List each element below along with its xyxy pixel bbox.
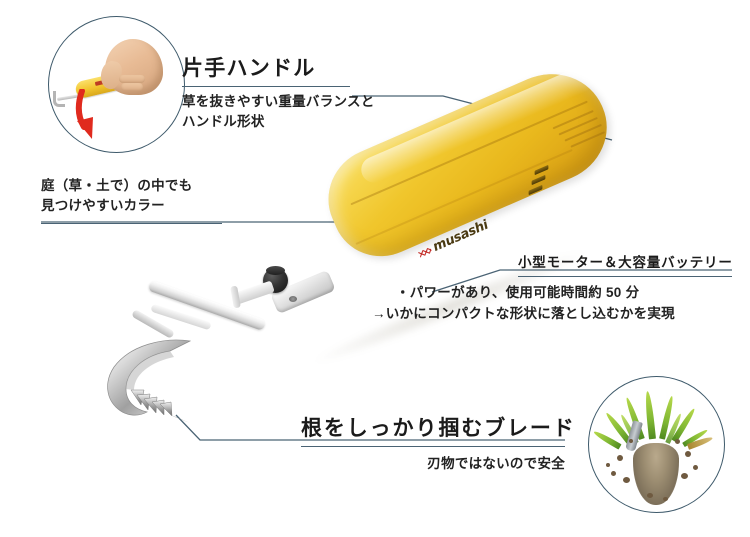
callout-blade-title: 根をしっかり掴むブレード bbox=[301, 417, 576, 440]
callout-handle-body-line2: ハンドル形状 bbox=[182, 114, 265, 129]
callout-handle-rule bbox=[182, 86, 350, 87]
callout-color-body-line1: 庭（草・土で）の中でも bbox=[41, 178, 193, 193]
callout-motor-body-line2: →いかにコンパクトな形状に落とし込むかを実現 bbox=[372, 306, 675, 321]
callout-motor-battery: 小型モーター＆大容量バッテリー ・パワーがあり、使用可能時間約 50 分 →いか… bbox=[372, 251, 733, 324]
red-down-arrow-icon bbox=[75, 89, 93, 139]
photo-finger bbox=[119, 75, 145, 83]
callout-motor-rule bbox=[518, 276, 732, 277]
callout-color-body-line2: 見つけやすいカラー bbox=[41, 198, 165, 213]
callout-handle: 片手ハンドル 草を抜きやすい重量バランスと ハンドル形状 bbox=[182, 52, 375, 132]
callout-color: 庭（草・土で）の中でも 見つけやすいカラー bbox=[41, 176, 222, 229]
photo-tool-blade bbox=[53, 91, 65, 107]
callout-color-rule bbox=[41, 223, 222, 224]
handle-photo-inset bbox=[48, 16, 185, 153]
callout-handle-title: 片手ハンドル bbox=[182, 57, 316, 80]
collar-screw bbox=[289, 296, 297, 302]
callout-motor-title: 小型モーター＆大容量バッテリー bbox=[518, 255, 733, 270]
callout-blade-rule bbox=[301, 446, 565, 447]
blade-head bbox=[107, 339, 192, 423]
callout-motor-body-line1: ・パワーがあり、使用可能時間約 50 分 bbox=[396, 285, 640, 300]
zigzag-mark-icon bbox=[417, 245, 433, 259]
callout-blade: 根をしっかり掴むブレード 刃物ではないので安全 bbox=[301, 412, 576, 472]
callout-blade-body-line1: 刃物ではないので安全 bbox=[427, 456, 565, 471]
knob-top bbox=[266, 266, 285, 275]
callout-handle-body-line1: 草を抜きやすい重量バランスと bbox=[182, 94, 375, 109]
root-photo-inset bbox=[588, 376, 725, 513]
photo-finger bbox=[121, 83, 143, 91]
